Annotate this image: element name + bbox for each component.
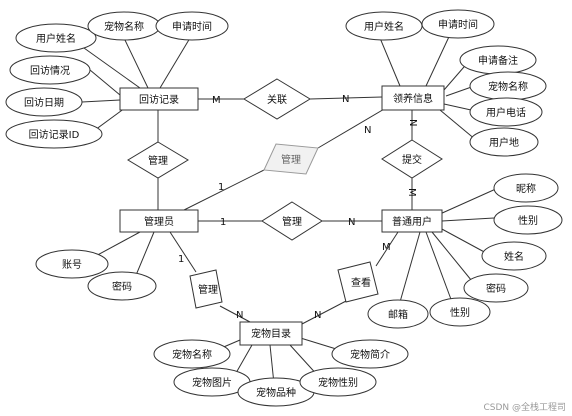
relationship-relate: 关联 <box>243 78 311 120</box>
watermark-text: CSDN @全栈工程司 <box>483 401 566 413</box>
relationship-manage-visit-label: 管理 <box>148 154 168 167</box>
relationship-view: 查看 <box>337 261 379 303</box>
entity-pet-catalog: 宠物目录 <box>239 321 303 346</box>
card-manage-user-user: N <box>348 217 355 228</box>
attr-pet-intro: 宠物简介 <box>331 339 409 369</box>
relationship-submit-label: 提交 <box>402 153 422 166</box>
card-manage-pets-admin: 1 <box>178 254 184 265</box>
attr-admin-account: 账号 <box>35 249 109 279</box>
cardinality-labels: M N 1 N N M 1 N 1 N M N <box>178 94 418 321</box>
entity-visit-record: 回访记录 <box>119 87 199 111</box>
entity-user-label: 普通用户 <box>392 215 432 228</box>
card-submit-user: M <box>406 188 417 197</box>
entity-user: 普通用户 <box>381 209 443 233</box>
entity-visit-record-label: 回访记录 <box>139 94 179 106</box>
attr-visit-date-label: 回访日期 <box>24 97 64 109</box>
attr-admin-password: 密码 <box>87 271 157 301</box>
attr-user-email-label: 邮箱 <box>388 308 408 321</box>
attr-visit-applytime-label: 申请时间 <box>172 20 212 33</box>
attr-visit-status: 回访情况 <box>9 55 91 85</box>
relationship-submit: 提交 <box>381 139 443 179</box>
relationship-manage-visit: 管理 <box>127 141 189 179</box>
card-manage-adopt-admin: 1 <box>218 182 224 193</box>
entity-adoption-info: 领养信息 <box>381 85 445 111</box>
attr-user-password-label: 密码 <box>486 282 506 295</box>
relationship-manage-user-label: 管理 <box>282 215 302 228</box>
attr-visit-username-label: 用户姓名 <box>36 32 76 45</box>
attr-visit-id-label: 回访记录ID <box>29 129 80 141</box>
attr-adopt-phone-label: 用户电话 <box>486 106 526 119</box>
relationship-manage-pets: 管理 <box>189 269 223 309</box>
card-view-user: M <box>382 242 391 253</box>
attr-adopt-petname-label: 宠物名称 <box>488 80 528 93</box>
attr-visit-id: 回访记录ID <box>5 119 103 149</box>
attr-adopt-address-label: 用户地 <box>489 136 519 149</box>
attr-pet-name-label: 宠物名称 <box>172 348 212 361</box>
relationship-relate-label: 关联 <box>267 93 287 106</box>
entity-adoption-info-label: 领养信息 <box>393 92 433 105</box>
attr-user-nickname: 昵称 <box>493 173 559 203</box>
attr-user-gender-label: 性别 <box>518 214 538 227</box>
attr-adopt-username-label: 用户姓名 <box>364 20 404 33</box>
card-manage-pets-pets: N <box>236 310 243 321</box>
attr-user-gender: 性别 <box>493 205 563 235</box>
entity-admin: 管理员 <box>119 209 199 233</box>
entity-admin-label: 管理员 <box>144 215 174 228</box>
attr-user-name-label: 姓名 <box>504 250 524 263</box>
relationship-manage-adopt: 管理 <box>263 143 319 175</box>
attr-visit-username: 用户姓名 <box>15 23 97 53</box>
card-submit-adopt: N <box>407 119 418 126</box>
attr-pet-intro-label: 宠物简介 <box>350 348 390 361</box>
attr-user-nickname-label: 昵称 <box>516 182 536 195</box>
relationship-manage-adopt-label: 管理 <box>281 153 301 166</box>
attr-adopt-note-label: 申请备注 <box>478 54 518 67</box>
attr-user-gender2: 性别 <box>429 297 491 327</box>
attr-adopt-applytime-label: 申请时间 <box>438 18 478 31</box>
attr-adopt-username: 用户姓名 <box>345 11 423 41</box>
attr-pet-breed-label: 宠物品种 <box>256 386 296 399</box>
relationship-view-label: 查看 <box>351 276 371 289</box>
attr-user-name: 姓名 <box>481 241 547 271</box>
attr-pet-name: 宠物名称 <box>153 339 231 369</box>
attr-adopt-phone: 用户电话 <box>469 97 543 127</box>
attr-visit-petname: 宠物名称 <box>87 11 161 41</box>
attr-visit-status-label: 回访情况 <box>30 64 70 77</box>
attr-adopt-address: 用户地 <box>469 127 539 157</box>
card-manage-adopt-adopt: N <box>364 125 371 136</box>
attr-visit-applytime: 申请时间 <box>155 11 229 41</box>
relationship-manage-pets-label: 管理 <box>198 283 218 296</box>
card-view-pets: N <box>314 310 321 321</box>
entity-pet-catalog-label: 宠物目录 <box>251 327 291 340</box>
attr-pet-gender-label: 宠物性别 <box>318 376 358 389</box>
relationship-manage-user: 管理 <box>261 201 323 241</box>
card-manage-user-admin: 1 <box>220 217 226 228</box>
attr-visit-petname-label: 宠物名称 <box>104 20 144 33</box>
attr-adopt-petname: 宠物名称 <box>469 71 547 101</box>
attr-admin-password-label: 密码 <box>112 280 132 293</box>
attr-pet-gender: 宠物性别 <box>299 367 377 397</box>
attr-user-password: 密码 <box>463 273 529 303</box>
attr-user-gender2-label: 性别 <box>450 306 470 319</box>
attr-pet-image-label: 宠物图片 <box>192 376 232 389</box>
attr-adopt-applytime: 申请时间 <box>421 9 495 39</box>
attr-user-email: 邮箱 <box>367 299 429 329</box>
attr-admin-account-label: 账号 <box>62 259 82 271</box>
attr-visit-date: 回访日期 <box>5 87 83 117</box>
attr-pet-breed: 宠物品种 <box>237 377 315 407</box>
card-relate-visit: M <box>212 95 221 106</box>
attr-adopt-note: 申请备注 <box>459 45 537 75</box>
card-relate-adopt: N <box>342 94 349 105</box>
